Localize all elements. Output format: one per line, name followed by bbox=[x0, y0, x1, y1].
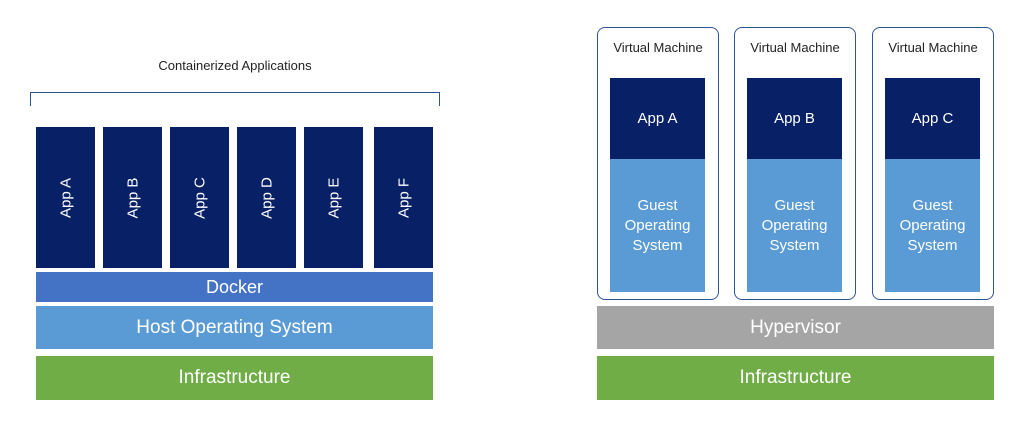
virtual-machine-3: Virtual Machine App C Guest Operating Sy… bbox=[872, 27, 994, 300]
infrastructure-label: Infrastructure bbox=[739, 367, 852, 388]
container-app-c: App C bbox=[170, 127, 229, 268]
container-app-d: App D bbox=[237, 127, 296, 268]
virtual-machine-1: Virtual Machine App A Guest Operating Sy… bbox=[597, 27, 719, 300]
vm-title: Virtual Machine bbox=[888, 40, 978, 55]
vm-app: App B bbox=[747, 78, 842, 159]
vm-app: App A bbox=[610, 78, 705, 159]
docker-label: Docker bbox=[205, 276, 263, 297]
container-app-label: App D bbox=[258, 176, 275, 219]
container-app-label: App A bbox=[57, 177, 74, 218]
docker-layer: Docker bbox=[36, 272, 433, 302]
containerized-applications-label: Containerized Applications bbox=[158, 58, 312, 73]
hypervisor-label: Hypervisor bbox=[750, 316, 841, 338]
container-app-label: App C bbox=[191, 176, 208, 219]
container-infrastructure-layer: Infrastructure bbox=[36, 356, 433, 400]
vm-guest-os-label: Guest Operating System bbox=[761, 196, 828, 254]
vm-guest-os: Guest Operating System bbox=[747, 159, 842, 292]
vm-guest-os-label: Guest Operating System bbox=[899, 196, 966, 254]
container-app-label: App B bbox=[124, 177, 141, 218]
container-app-label: App F bbox=[395, 177, 412, 218]
container-app-a: App A bbox=[36, 127, 95, 268]
hypervisor-layer: Hypervisor bbox=[597, 306, 994, 349]
vm-guest-os: Guest Operating System bbox=[885, 159, 980, 292]
host-os-label: Host Operating System bbox=[136, 316, 333, 338]
vm-app: App C bbox=[885, 78, 980, 159]
virtual-machine-2: Virtual Machine App B Guest Operating Sy… bbox=[734, 27, 856, 300]
vm-app-label: App B bbox=[774, 110, 815, 127]
containerized-applications-brace bbox=[30, 92, 440, 106]
vm-title: Virtual Machine bbox=[750, 40, 840, 55]
container-app-f: App F bbox=[374, 127, 433, 268]
vm-app-label: App A bbox=[637, 110, 678, 127]
infrastructure-label: Infrastructure bbox=[178, 367, 291, 388]
vm-guest-os: Guest Operating System bbox=[610, 159, 705, 292]
host-os-layer: Host Operating System bbox=[36, 306, 433, 349]
vm-title: Virtual Machine bbox=[613, 40, 703, 55]
container-app-b: App B bbox=[103, 127, 162, 268]
vm-infrastructure-layer: Infrastructure bbox=[597, 356, 994, 400]
container-app-label: App E bbox=[325, 177, 342, 218]
vm-guest-os-label: Guest Operating System bbox=[624, 196, 691, 254]
container-app-e: App E bbox=[304, 127, 363, 268]
vm-app-label: App C bbox=[911, 110, 954, 127]
